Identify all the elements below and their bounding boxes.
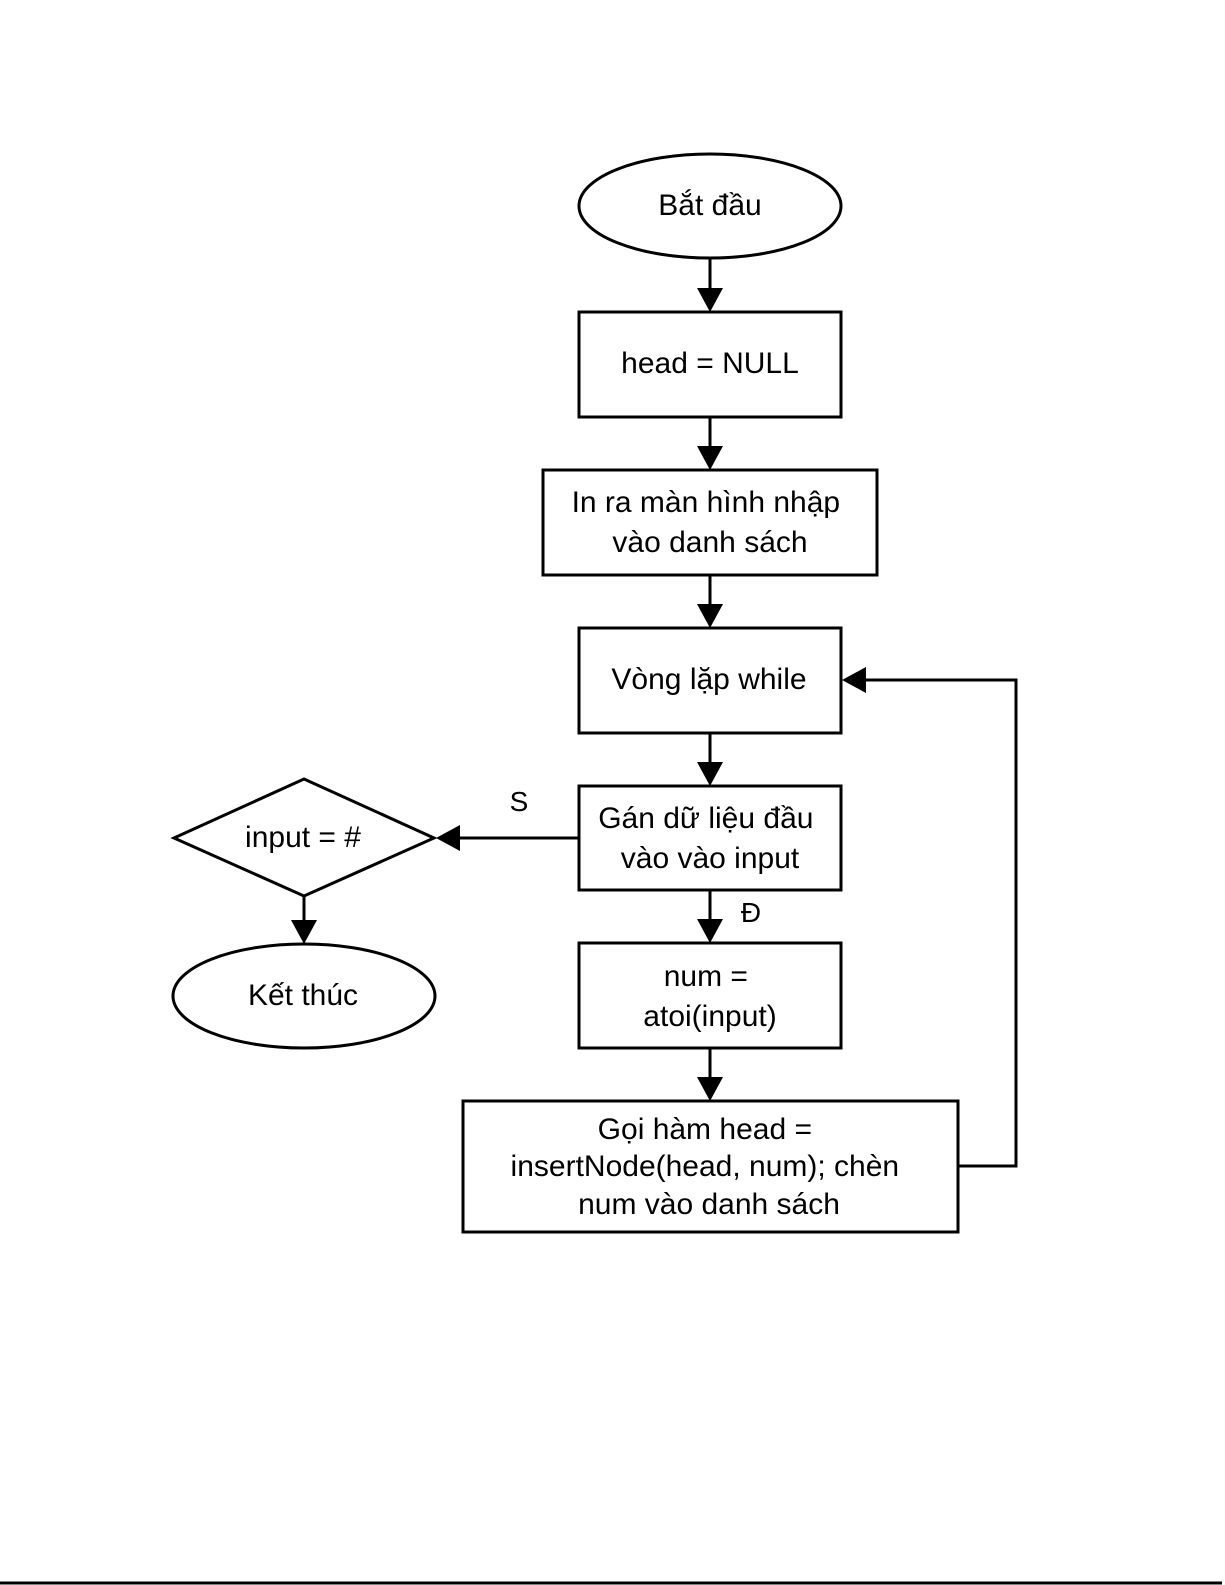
edge-while-to-read-input (697, 733, 723, 786)
edge-read-input-to-convert: Đ (697, 890, 761, 943)
edge-insert-loop-back-to-while (842, 667, 1016, 1166)
edge-init-head-to-print-prompt (697, 417, 723, 470)
arrowhead-icon (291, 920, 317, 944)
node-init-head: head = NULL (579, 312, 841, 417)
svg-text:input = #: input = # (245, 821, 361, 854)
arrowhead-icon (842, 667, 866, 693)
node-read-input-line-2: vào vào input (621, 842, 800, 875)
edge-read-input-to-check-hash: S (436, 786, 579, 851)
edge-label-yes: Đ (741, 897, 761, 928)
node-while-loop: Vòng lặp while (579, 628, 841, 733)
node-while-loop-label: Vòng lặp while (611, 663, 806, 696)
node-end: Kết thúc (173, 944, 435, 1048)
node-init-head-label: head = NULL (621, 347, 799, 380)
node-insert: Gọi hàm head = insertNode(head, num); ch… (463, 1101, 958, 1232)
svg-text:head = NULL: head = NULL (621, 347, 799, 380)
arrowhead-icon (697, 446, 723, 470)
arrowhead-icon (697, 919, 723, 943)
svg-text:Bắt đầu: Bắt đầu (658, 189, 761, 222)
arrowhead-icon (697, 1077, 723, 1101)
svg-text:Vòng lặp while: Vòng lặp while (611, 663, 806, 696)
node-insert-line-2: insertNode(head, num); chèn (511, 1150, 900, 1183)
edge-check-hash-to-end (291, 896, 317, 944)
node-start: Bắt đầu (579, 154, 841, 258)
node-convert: num = atoi(input) (579, 943, 841, 1048)
arrowhead-icon (697, 288, 723, 312)
arrowhead-icon (436, 825, 460, 851)
node-check-hash: input = # (174, 779, 434, 896)
edge-start-to-init-head (697, 258, 723, 312)
node-read-input: Gán dữ liệu đầu vào vào input (579, 786, 841, 890)
arrowhead-icon (697, 762, 723, 786)
node-start-label: Bắt đầu (658, 189, 761, 222)
node-insert-line-3: num vào danh sách (578, 1188, 840, 1221)
node-insert-line-1: Gọi hàm head = (598, 1113, 812, 1146)
node-convert-line-2: atoi(input) (643, 1000, 776, 1033)
node-end-label: Kết thúc (248, 979, 358, 1012)
edge-print-prompt-to-while (697, 575, 723, 628)
node-print-prompt: In ra màn hình nhập vào danh sách (543, 470, 877, 575)
node-convert-line-1: num = (664, 960, 748, 993)
node-print-prompt-line-2: vào danh sách (612, 526, 807, 559)
node-print-prompt-line-1: In ra màn hình nhập (572, 486, 841, 519)
edge-convert-to-insert (697, 1048, 723, 1101)
svg-text:Kết thúc: Kết thúc (248, 979, 358, 1012)
node-check-hash-label: input = # (245, 821, 361, 854)
arrowhead-icon (697, 604, 723, 628)
node-read-input-line-1: Gán dữ liệu đầu (598, 802, 813, 835)
edge-label-no: S (510, 786, 529, 817)
